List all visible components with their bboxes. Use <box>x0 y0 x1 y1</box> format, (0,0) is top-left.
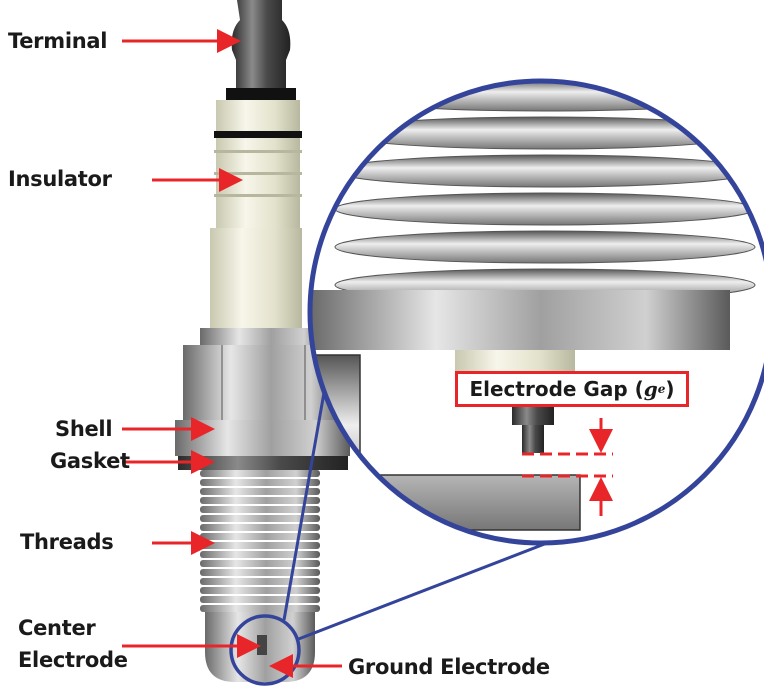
label-gasket: Gasket <box>50 449 130 473</box>
terminal-part <box>226 0 296 100</box>
gap-label-prefix: Electrode Gap ( <box>469 377 644 401</box>
shell-part <box>175 328 350 470</box>
thread-ridge <box>334 230 756 264</box>
thread-ridge <box>200 569 320 576</box>
label-shell: Shell <box>55 417 113 441</box>
threads-part <box>200 470 320 612</box>
label-ground-electrode: Ground Electrode <box>348 655 550 679</box>
thread-ridge <box>200 497 320 504</box>
gap-label-suffix: ) <box>665 377 675 401</box>
label-insulator: Insulator <box>8 167 112 191</box>
thread-ridge <box>200 551 320 558</box>
thread-ridge <box>200 587 320 594</box>
thread-ridge <box>200 560 320 567</box>
insulator-part <box>210 100 302 332</box>
thread-ridge <box>200 506 320 513</box>
thread-ridge <box>200 533 320 540</box>
thread-ridge <box>200 479 320 486</box>
thread-ridge <box>200 542 320 549</box>
thread-ridge <box>200 605 320 612</box>
gap-markers <box>522 418 613 516</box>
thread-ridge <box>200 524 320 531</box>
label-terminal: Terminal <box>8 29 108 53</box>
thread-ridge <box>334 154 756 188</box>
thread-ridge <box>334 81 756 112</box>
thread-ridge <box>200 578 320 585</box>
label-threads: Threads <box>20 530 114 554</box>
thread-ridge <box>334 192 756 226</box>
thread-ridge <box>200 515 320 522</box>
thread-ridge <box>200 470 320 477</box>
label-electrode: Electrode <box>18 648 128 672</box>
thread-ridge <box>200 596 320 603</box>
thread-ridge <box>200 488 320 495</box>
label-arrows <box>122 29 342 678</box>
label-center: Center <box>18 616 96 640</box>
gap-subscript: e <box>657 382 666 396</box>
gap-symbol: g <box>643 377 658 401</box>
